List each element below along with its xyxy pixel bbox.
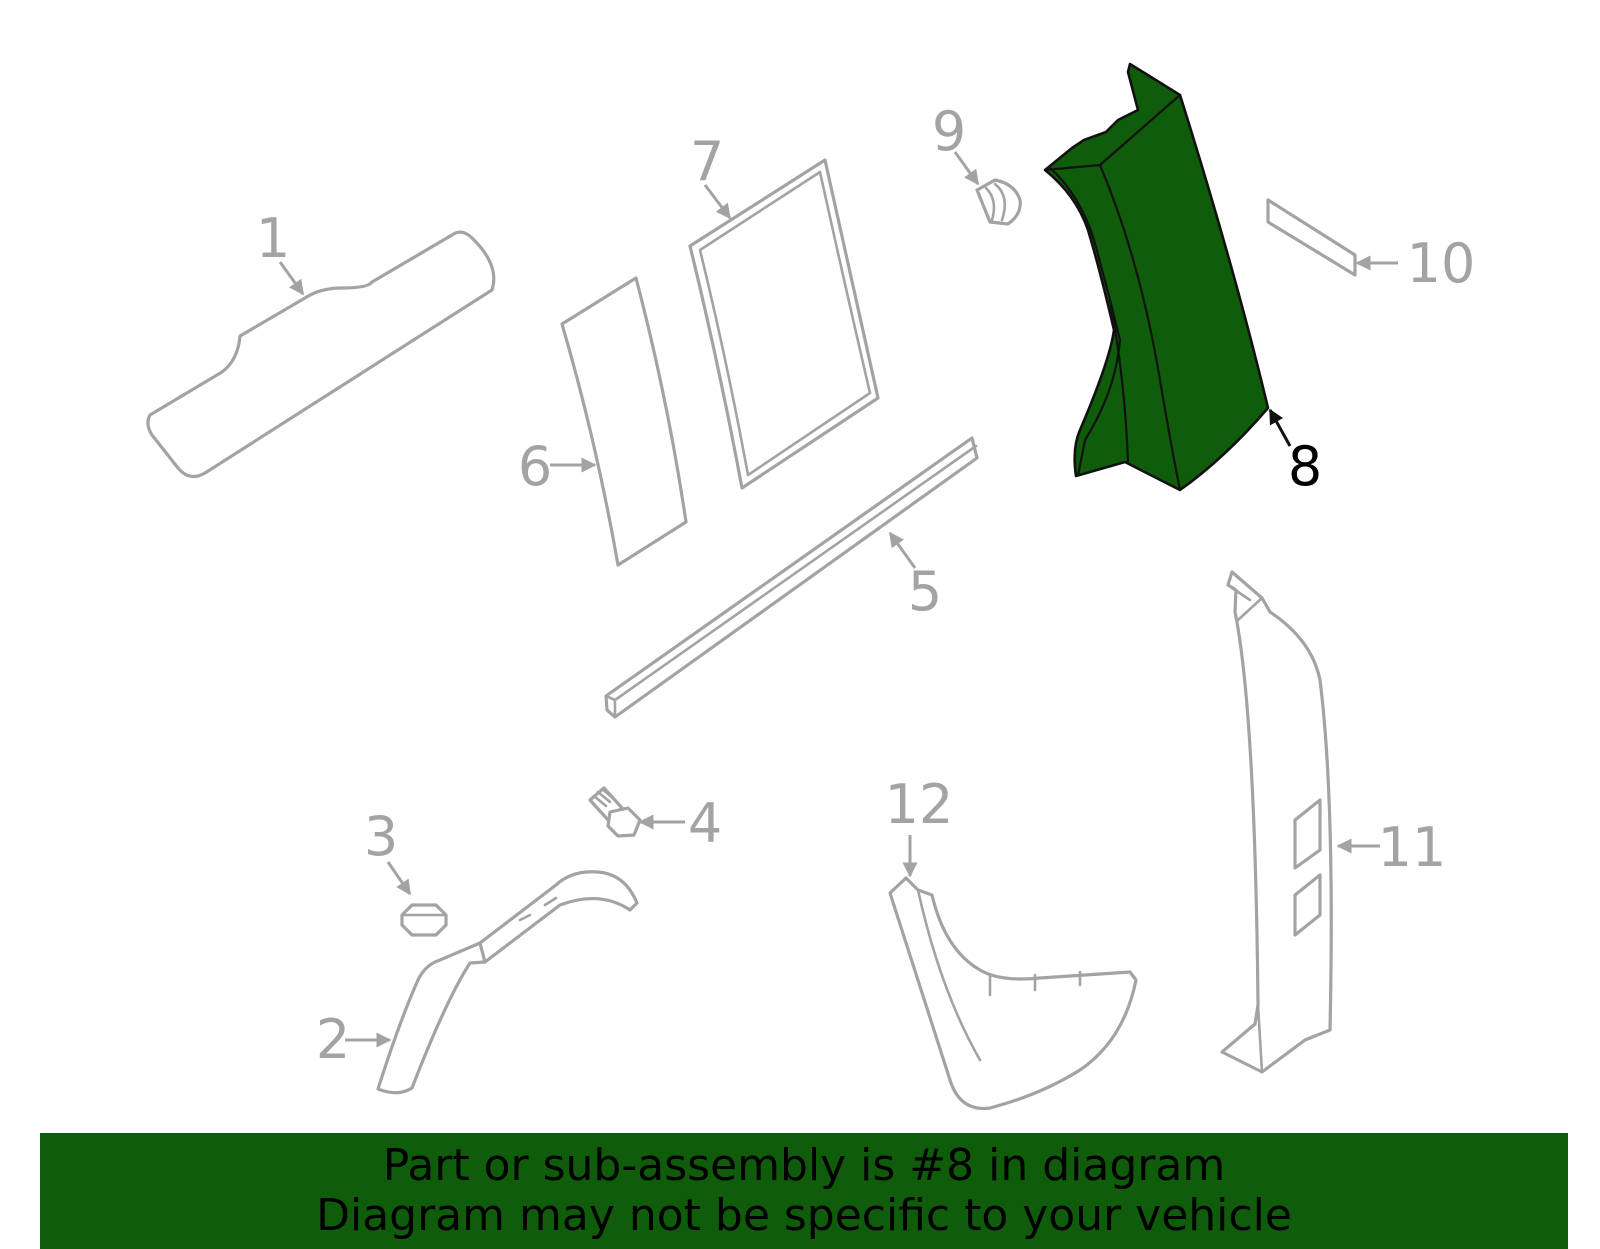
callout-5: 5: [908, 560, 942, 623]
callout-10: 10: [1407, 232, 1476, 295]
leader-9: [953, 151, 980, 186]
leader-3: [386, 861, 412, 896]
part-2-wheel-moulding[interactable]: [376, 870, 639, 1095]
callout-7: 7: [690, 130, 724, 193]
banner-line-1: Part or sub-assembly is #8 in diagram: [382, 1140, 1226, 1191]
part-8-pillar-trim[interactable]: [1043, 62, 1270, 492]
callout-11: 11: [1378, 816, 1447, 879]
callout-3: 3: [364, 805, 398, 868]
leader-8: [1268, 408, 1292, 447]
callout-2: 2: [316, 1008, 350, 1071]
part-5-belt-moulding[interactable]: [604, 436, 979, 719]
part-1-sill-plate[interactable]: [146, 230, 496, 479]
part-3-nut[interactable]: [400, 903, 448, 937]
leader-7: [703, 184, 732, 220]
part-4-bolt[interactable]: [588, 786, 642, 838]
callout-6: 6: [518, 435, 552, 498]
part-9-clip[interactable]: [975, 178, 1022, 226]
callout-4: 4: [688, 792, 722, 855]
callout-12: 12: [885, 773, 954, 836]
callout-8: 8: [1288, 435, 1322, 498]
part-6-applique[interactable]: [560, 276, 688, 567]
banner-line-2: Diagram may not be specific to your vehi…: [316, 1190, 1292, 1241]
callout-1: 1: [256, 207, 290, 270]
part-info-banner: Part or sub-assembly is #8 in diagram Di…: [40, 1133, 1568, 1249]
callout-9: 9: [932, 100, 966, 163]
part-12-mud-flap[interactable]: [888, 876, 1138, 1111]
part-7-window-frame[interactable]: [688, 158, 880, 490]
leader-5: [888, 531, 917, 569]
part-10-tape-strip[interactable]: [1266, 198, 1357, 277]
part-11-lower-pillar-trim[interactable]: [1220, 570, 1333, 1074]
leader-1: [278, 261, 305, 296]
